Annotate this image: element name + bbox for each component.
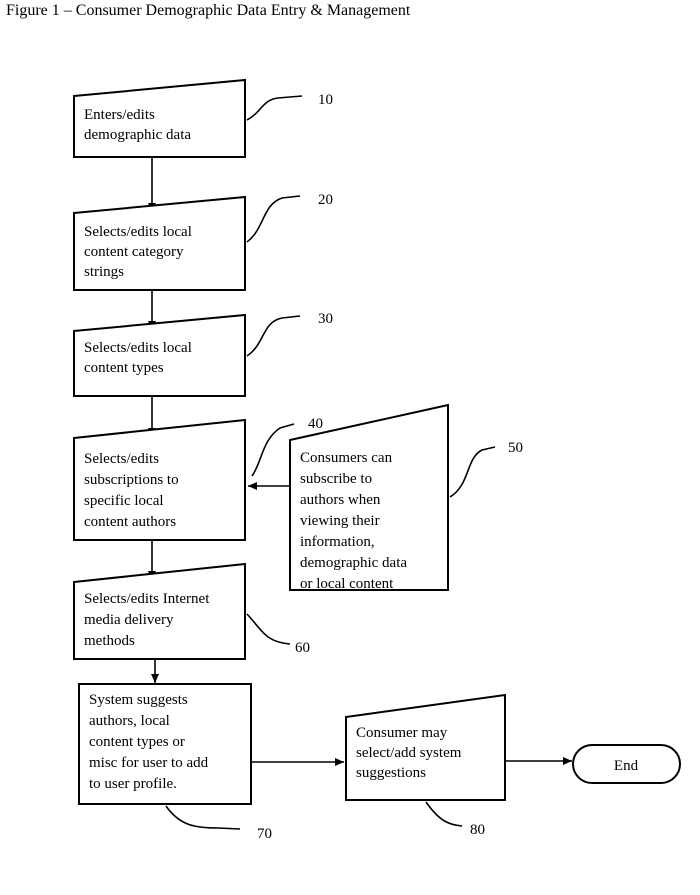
ref-label-70: 70 <box>257 826 272 842</box>
step-50-box: Consumers can subscribe to authors when … <box>290 405 448 592</box>
leader-line-60 <box>247 614 290 644</box>
step-10-box: Enters/edits demographic data <box>74 80 245 157</box>
ref-label-60: 60 <box>295 640 310 656</box>
ref-label-50: 50 <box>508 440 523 456</box>
leader-line-40 <box>252 424 294 476</box>
leader-line-80 <box>426 802 462 826</box>
end-label: End <box>614 758 639 774</box>
ref-label-80: 80 <box>470 822 485 838</box>
step-80-box: Consumer may select/add system suggestio… <box>346 695 505 800</box>
end-terminator: End <box>573 745 680 783</box>
leader-line-30 <box>247 316 300 356</box>
ref-label-20: 20 <box>318 192 333 208</box>
leader-line-50 <box>450 447 495 497</box>
leader-line-70 <box>166 806 240 829</box>
step-60-box: Selects/edits Internet media delivery me… <box>74 564 245 659</box>
leader-line-20 <box>247 196 300 242</box>
step-30-box: Selects/edits local content types <box>74 315 245 396</box>
step-20-box: Selects/edits local content category str… <box>74 197 245 290</box>
ref-label-30: 30 <box>318 311 333 327</box>
step-40-box: Selects/edits subscriptions to specific … <box>74 420 245 540</box>
ref-label-40: 40 <box>308 416 323 432</box>
figure-title: Figure 1 – Consumer Demographic Data Ent… <box>6 2 411 19</box>
ref-label-10: 10 <box>318 92 333 108</box>
step-70-box: System suggests authors, local content t… <box>79 684 251 804</box>
leader-line-10 <box>247 96 302 120</box>
